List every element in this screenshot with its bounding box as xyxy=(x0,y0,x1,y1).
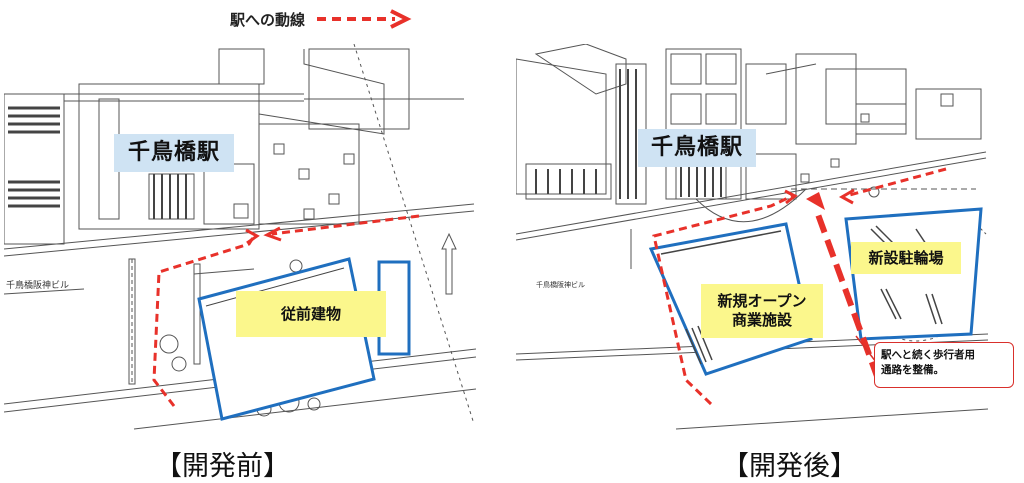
before-caption: 【開発前】 xyxy=(155,451,290,482)
after-facility-label: 新規オープン 商業施設 xyxy=(701,284,823,338)
route-legend-arrow-icon xyxy=(317,9,412,29)
after-caption: 【開発後】 xyxy=(722,451,857,482)
before-map: 千鳥橋駅 従前建物 千鳥橋阪神ビル xyxy=(4,44,476,434)
after-parking-label: 新設駐輪場 xyxy=(851,242,961,274)
after-station-label: 千鳥橋駅 xyxy=(638,129,756,167)
route-legend-label: 駅への動線 xyxy=(230,10,306,29)
after-map: 千鳥橋駅 新規オープン 商業施設 新設駐輪場 千鳥橋阪神ビル 駅へと続く歩行者用… xyxy=(516,44,1014,434)
route-legend: 駅への動線 xyxy=(230,4,415,34)
before-station-label: 千鳥橋駅 xyxy=(114,134,234,172)
before-neighbor-label: 千鳥橋阪神ビル xyxy=(6,281,70,291)
after-note-callout: 駅へと続く歩行者用 通路を整備。 xyxy=(874,342,1014,388)
after-neighbor-label: 千鳥橋阪神ビル xyxy=(536,281,585,289)
before-site-plan xyxy=(4,44,476,430)
before-building-label: 従前建物 xyxy=(236,291,386,337)
